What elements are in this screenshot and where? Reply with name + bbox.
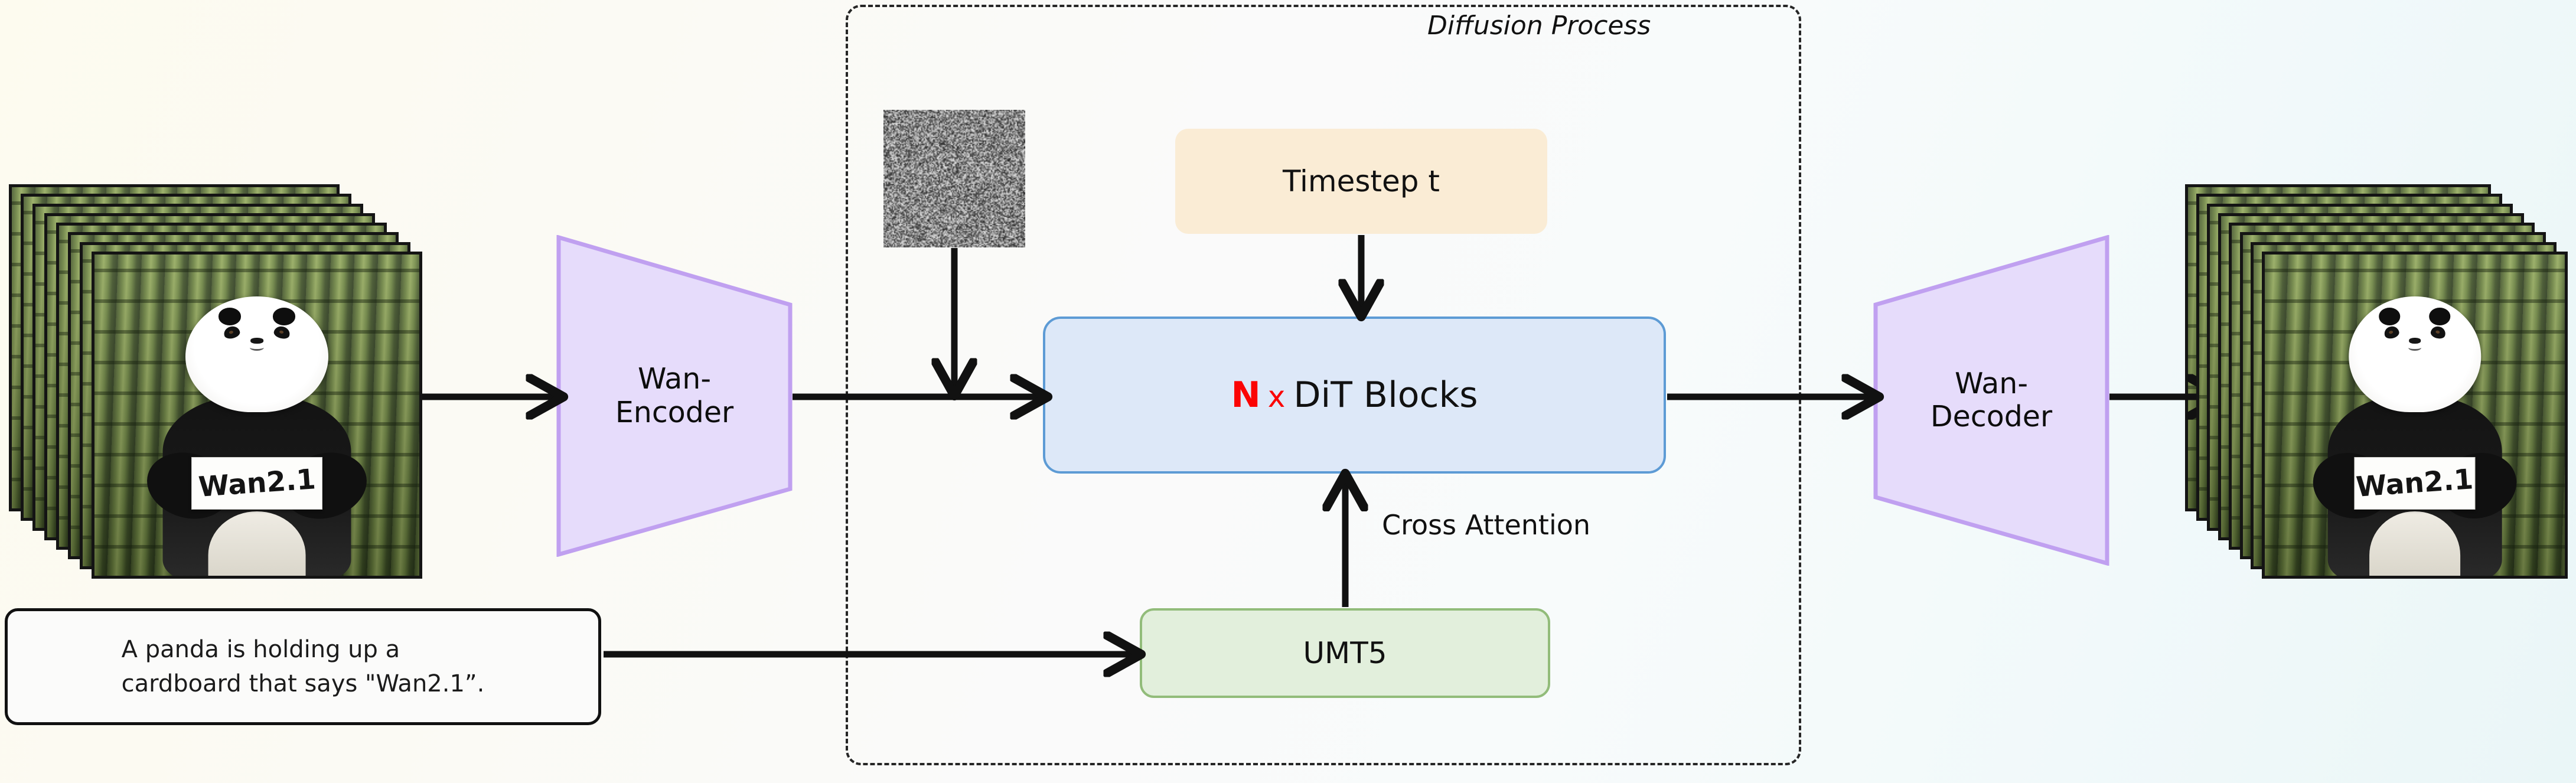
timestep-block[interactable]: Timestep t: [1175, 129, 1547, 234]
dit-blocks-label: DiT Blocks: [1293, 374, 1478, 416]
panda-illustration: Wan2.1: [94, 255, 419, 576]
panda-eye-right: [2429, 324, 2447, 340]
wan-encoder-block[interactable]: Wan- Encoder: [556, 235, 793, 557]
panda-mouth: [249, 344, 265, 351]
prompt-line-2: cardboard that says "Wan2.1”.: [121, 670, 485, 697]
cardboard-sign-text: Wan2.1: [2355, 462, 2474, 504]
timestep-label: Timestep t: [1282, 164, 1440, 198]
panda-belly: [208, 511, 306, 576]
cross-attention-label: Cross Attention: [1382, 509, 1591, 541]
wan-encoder-label: Wan- Encoder: [556, 235, 793, 557]
prompt-line-1: A panda is holding up a: [121, 636, 400, 663]
panda-ear-left: [218, 308, 242, 325]
input-video-frame-stack: Wan2.1: [9, 184, 422, 579]
dit-blocks-block[interactable]: N x DiT Blocks: [1043, 317, 1666, 474]
panda-head: [2349, 296, 2481, 412]
diffusion-process-label: Diffusion Process: [1427, 11, 1651, 41]
noise-latent-patch: [883, 110, 1025, 247]
dit-repeat-count: N: [1231, 374, 1261, 416]
video-frame-front: Wan2.1: [92, 252, 422, 579]
diffusion-process-region: [846, 5, 1801, 765]
wan-encoder-label-line2: Encoder: [615, 395, 734, 429]
cardboard-sign-text: Wan2.1: [197, 462, 317, 504]
panda-illustration: Wan2.1: [2265, 255, 2565, 576]
trapezoid-shape: [1873, 235, 2109, 566]
panda-ear-left: [2379, 308, 2401, 325]
panda-mouth: [2408, 344, 2422, 351]
cardboard-sign: Wan2.1: [191, 456, 322, 510]
trapezoid-shape: [556, 235, 793, 557]
output-video-frame-stack: Wan2.1: [2185, 184, 2568, 579]
wan-encoder-label-line1: Wan-: [637, 362, 712, 396]
panda-nose: [250, 338, 263, 344]
wan-decoder-label: Wan- Decoder: [1873, 235, 2109, 566]
umt5-text-encoder-block[interactable]: UMT5: [1140, 608, 1550, 698]
panda-eye-left: [2383, 324, 2401, 340]
panda-head: [185, 296, 328, 412]
prompt-text-box[interactable]: A panda is holding up a cardboard that s…: [5, 608, 601, 725]
umt5-label: UMT5: [1303, 636, 1387, 670]
panda-nose: [2408, 338, 2421, 344]
wan-decoder-label-line2: Decoder: [1930, 400, 2053, 433]
panda-ear-right: [2429, 308, 2451, 325]
cardboard-sign: Wan2.1: [2354, 456, 2476, 510]
dit-multiply-symbol: x: [1267, 380, 1286, 414]
wan-decoder-block[interactable]: Wan- Decoder: [1873, 235, 2109, 566]
panda-belly: [2369, 511, 2460, 576]
video-frame-front: Wan2.1: [2262, 252, 2568, 579]
panda-ear-right: [272, 308, 296, 325]
wan-decoder-label-line1: Wan-: [1954, 366, 2029, 400]
panda-eye-right: [273, 324, 291, 340]
panda-eye-left: [223, 324, 241, 340]
